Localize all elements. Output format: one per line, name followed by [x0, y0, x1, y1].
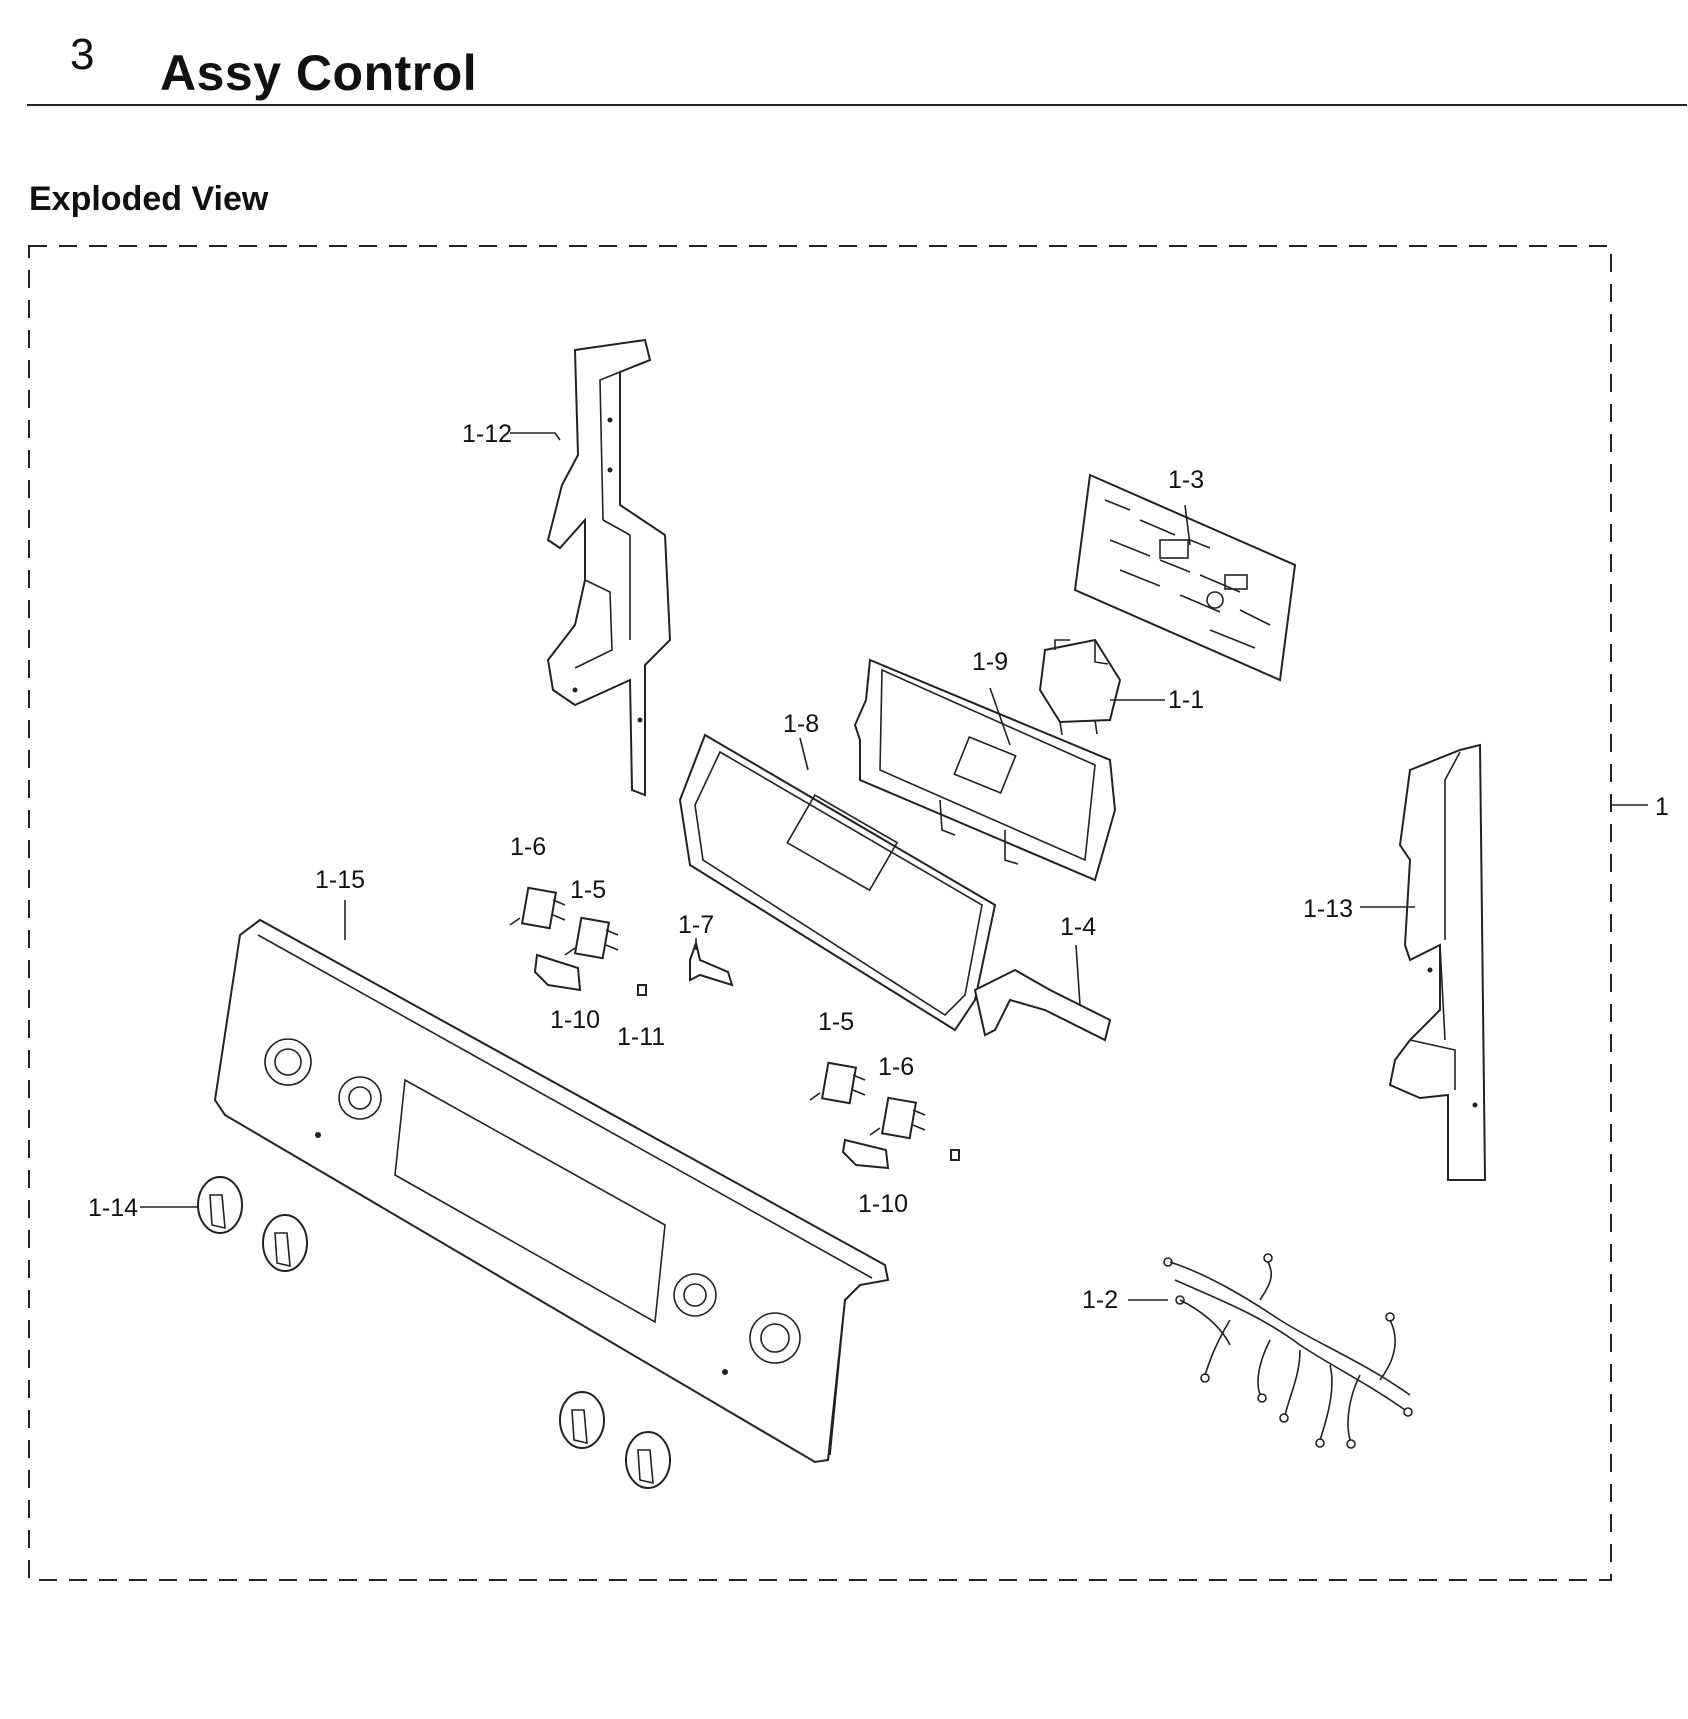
part-knobs — [197, 1176, 671, 1489]
callout-1-9: 1-9 — [972, 648, 1008, 676]
callout-1-5-lower: 1-5 — [818, 1008, 854, 1036]
part-ribbon-cable — [973, 968, 1112, 1042]
callout-1-10-lower: 1-10 — [858, 1190, 908, 1218]
callout-1-12: 1-12 — [462, 420, 512, 448]
callout-1-13: 1-13 — [1303, 895, 1353, 923]
callout-1-8: 1-8 — [783, 710, 819, 738]
part-screw-upper — [637, 984, 647, 996]
section-number: 3 — [70, 30, 95, 79]
exploded-view-title: Exploded View — [29, 180, 269, 218]
callout-1-3: 1-3 — [1168, 466, 1204, 494]
part-clip — [689, 939, 734, 987]
part-display-bracket — [853, 658, 1117, 882]
callout-1-2: 1-2 — [1082, 1286, 1118, 1314]
part-gasket-frame — [678, 733, 997, 1032]
leader-lines — [140, 432, 1648, 1301]
callout-1-1: 1-1 — [1168, 686, 1204, 714]
part-block-upper — [533, 953, 582, 992]
part-screw-lower — [950, 1149, 960, 1161]
part-wire-harness — [1163, 1253, 1413, 1449]
part-switches-lower — [809, 1061, 926, 1140]
part-block-lower — [841, 1138, 890, 1170]
callout-1-15: 1-15 — [315, 866, 365, 894]
callout-1-5-upper: 1-5 — [570, 876, 606, 904]
part-control-panel — [213, 918, 890, 1464]
callout-1: 1 — [1655, 793, 1669, 821]
part-switches-upper — [509, 886, 619, 960]
part-bracket-right — [1388, 743, 1487, 1181]
callout-1-4: 1-4 — [1060, 913, 1096, 941]
part-bracket-left — [546, 338, 672, 797]
section-title: Assy Control — [160, 45, 478, 101]
callout-1-6-lower: 1-6 — [878, 1053, 914, 1081]
callout-1-10-upper: 1-10 — [550, 1006, 600, 1034]
callout-1-7: 1-7 — [678, 911, 714, 939]
part-module — [1038, 638, 1122, 736]
assembly-boundary — [28, 245, 1612, 1581]
callout-1-6-upper: 1-6 — [510, 833, 546, 861]
part-main-pcb — [1073, 473, 1297, 682]
callout-1-14: 1-14 — [88, 1194, 138, 1222]
title-rule — [27, 104, 1687, 106]
callout-1-11: 1-11 — [617, 1023, 665, 1051]
